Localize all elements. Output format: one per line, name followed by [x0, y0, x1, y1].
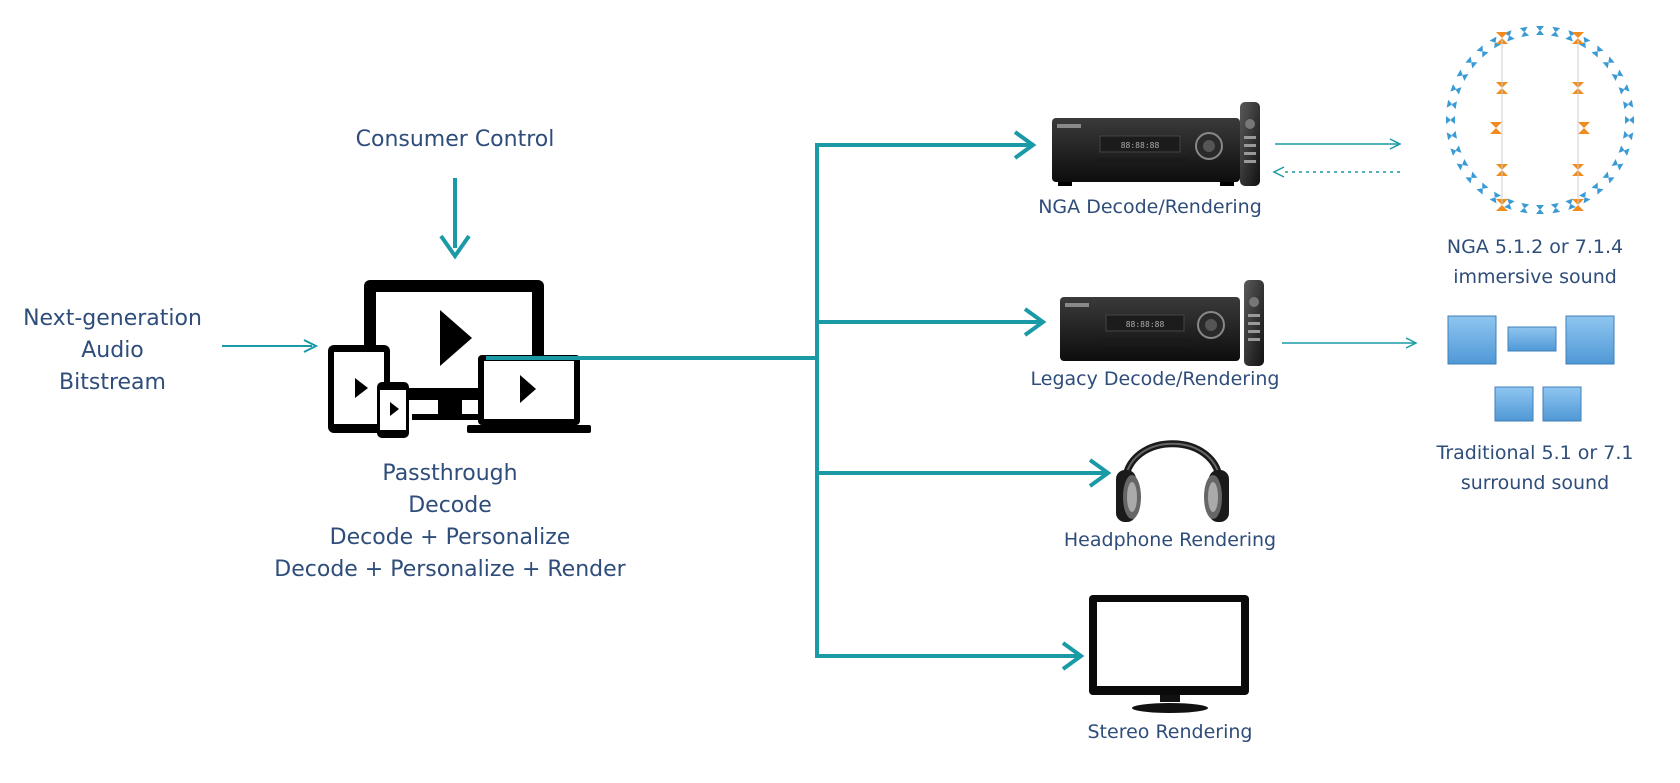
nga-sound-line-2: immersive sound — [1453, 266, 1617, 288]
ring-speaker-mark — [1476, 45, 1489, 58]
ring-speaker-mark — [1456, 69, 1469, 81]
ring-speaker-mark — [1550, 203, 1561, 214]
ring-speaker-mark — [1623, 99, 1634, 110]
ring-speaker-mark — [1476, 182, 1489, 195]
ring-speaker-mark — [1536, 26, 1544, 35]
ring-speaker-mark — [1618, 145, 1630, 156]
ring-speaker-mark — [1618, 84, 1630, 95]
nga-sound-line-1: NGA 5.1.2 or 7.1.4 — [1446, 236, 1624, 258]
traditional-line-2: surround sound — [1460, 472, 1610, 494]
legacy-receiver-icon: 88:88:88 — [1060, 297, 1240, 361]
input-line-1: Next-generation — [23, 306, 202, 331]
legacy-speaker-arrow — [1282, 337, 1418, 349]
traditional-sound-label: Traditional 5.1 or 7.1 surround sound — [1415, 438, 1655, 498]
ring-speaker-mark — [1579, 36, 1591, 49]
height-speaker-mark — [1490, 122, 1502, 134]
nga-receiver-icon: 88:88:88 — [1052, 118, 1240, 186]
ring-speaker-mark — [1465, 56, 1478, 69]
nga-remote-icon — [1240, 102, 1260, 186]
legacy-decode-label: Legacy Decode/Rendering — [1030, 368, 1280, 390]
immersive-speaker-ring-icon — [1446, 26, 1634, 214]
ring-speaker-mark — [1446, 99, 1457, 110]
ring-speaker-mark — [1456, 159, 1469, 171]
ring-speaker-mark — [1611, 159, 1624, 171]
ring-speaker-mark — [1602, 56, 1615, 69]
ring-speaker-mark — [1446, 116, 1455, 124]
device-mode-4: Decode + Personalize + Render — [274, 557, 626, 582]
device-mode-2: Decode — [408, 493, 492, 518]
ring-speaker-mark — [1446, 130, 1457, 141]
height-speaker-mark — [1578, 122, 1590, 134]
ring-speaker-mark — [1519, 26, 1530, 37]
distribution-arrows — [486, 130, 1112, 671]
traditional-line-1: Traditional 5.1 or 7.1 — [1436, 442, 1634, 464]
ring-speaker-mark — [1489, 36, 1501, 49]
headphone-rendering-label: Headphone Rendering — [1063, 529, 1277, 551]
legacy-remote-icon — [1244, 280, 1264, 366]
device-mode-3: Decode + Personalize — [329, 525, 571, 550]
ring-speaker-mark — [1550, 26, 1561, 37]
ring-speaker-mark — [1579, 191, 1591, 204]
ring-speaker-mark — [1465, 171, 1478, 184]
ring-speaker-mark — [1489, 191, 1501, 204]
multi-device-play-icon — [328, 280, 591, 438]
ring-speaker-mark — [1450, 84, 1462, 95]
input-line-3: Bitstream — [59, 370, 166, 395]
ring-speaker-mark — [1625, 116, 1634, 124]
ring-speaker-mark — [1536, 205, 1544, 214]
ring-speaker-mark — [1591, 182, 1604, 195]
input-line-2: Audio — [81, 338, 144, 363]
ring-speaker-mark — [1591, 45, 1604, 58]
consumer-control-label: Consumer Control — [355, 127, 555, 152]
headphones-icon — [1116, 440, 1229, 522]
device-modes-label: Passthrough Decode Decode + Personalize … — [245, 458, 655, 586]
ring-speaker-mark — [1565, 198, 1576, 210]
surround-speaker-layout-icon — [1447, 315, 1615, 422]
ring-speaker-mark — [1565, 30, 1576, 42]
svg-text:88:88:88: 88:88:88 — [1126, 320, 1165, 329]
ring-speaker-mark — [1504, 30, 1515, 42]
stereo-rendering-label: Stereo Rendering — [1087, 721, 1253, 743]
ring-speaker-mark — [1450, 145, 1462, 156]
ring-speaker-mark — [1519, 203, 1530, 214]
tv-monitor-icon — [1089, 595, 1249, 713]
ring-speaker-mark — [1602, 171, 1615, 184]
consumer-control-arrow — [439, 178, 471, 260]
input-bitstream-label: Next-generation Audio Bitstream — [10, 303, 215, 399]
svg-text:88:88:88: 88:88:88 — [1121, 141, 1160, 150]
ring-speaker-mark — [1611, 69, 1624, 81]
ring-speaker-mark — [1504, 198, 1515, 210]
nga-sound-label: NGA 5.1.2 or 7.1.4 immersive sound — [1415, 232, 1655, 292]
input-arrow — [222, 339, 319, 353]
nga-decode-label: NGA Decode/Rendering — [1038, 196, 1262, 218]
nga-speaker-arrows — [1272, 138, 1402, 178]
device-mode-1: Passthrough — [382, 461, 518, 486]
ring-speaker-mark — [1623, 130, 1634, 141]
